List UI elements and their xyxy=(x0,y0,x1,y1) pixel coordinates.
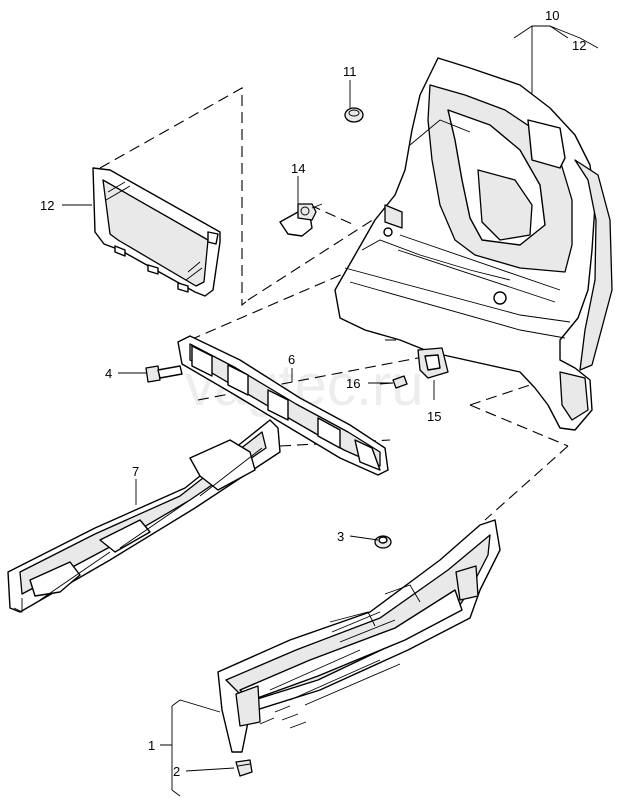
callout-4: 4 xyxy=(105,366,112,381)
side-trim-panel xyxy=(334,57,613,431)
callout-1: 1 xyxy=(148,738,155,753)
callout-12-left: 12 xyxy=(40,198,54,213)
storage-net-frame xyxy=(92,167,221,297)
foam-insert-7 xyxy=(7,419,281,613)
retaining-bracket-6 xyxy=(177,335,389,476)
leader-lines xyxy=(62,25,599,797)
callout-2: 2 xyxy=(173,764,180,779)
callout-labels: 10 12 11 12 14 4 6 7 3 16 15 1 2 xyxy=(40,8,586,779)
callout-11: 11 xyxy=(343,64,357,79)
clip-15 xyxy=(417,347,449,379)
callout-16: 16 xyxy=(346,376,360,391)
callout-3: 3 xyxy=(337,529,344,544)
callout-10: 10 xyxy=(545,8,559,23)
callout-15: 15 xyxy=(427,409,441,424)
clip-2 xyxy=(235,759,253,777)
boot-sill-trim-1 xyxy=(217,519,501,753)
callout-7: 7 xyxy=(132,464,139,479)
screw-16 xyxy=(379,375,408,389)
plug-11 xyxy=(344,107,364,123)
callout-6: 6 xyxy=(288,352,295,367)
screw-4 xyxy=(145,365,183,383)
lashing-eye-14 xyxy=(279,203,323,237)
callout-12-top: 12 xyxy=(572,38,586,53)
clip-3 xyxy=(374,535,392,549)
callout-14: 14 xyxy=(291,161,305,176)
